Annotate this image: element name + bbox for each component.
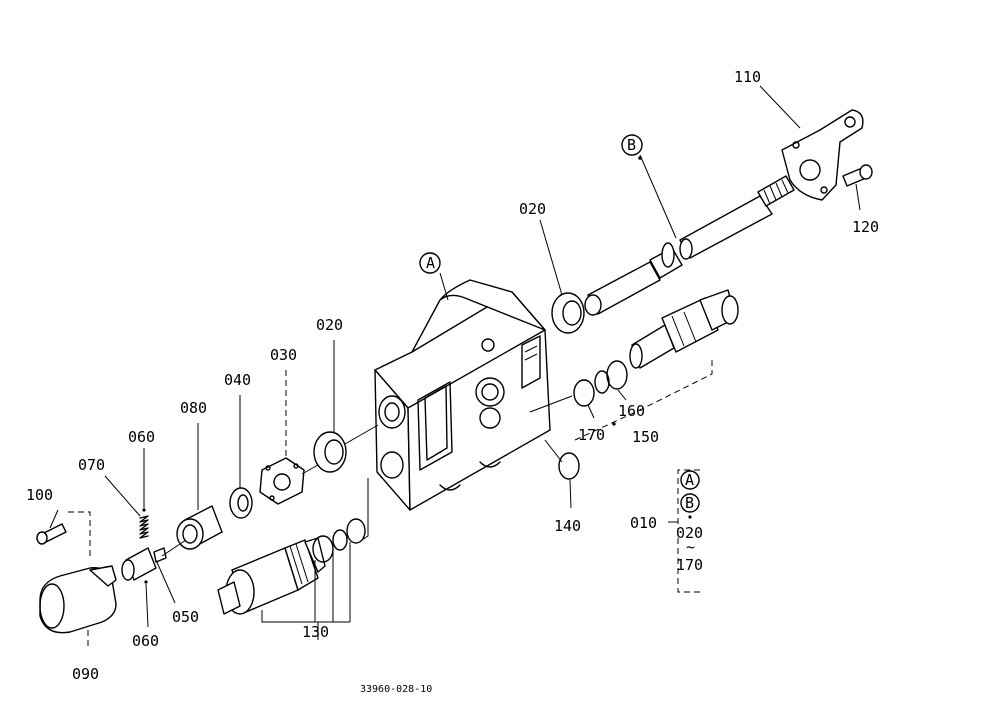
assembly-a-circle (680, 470, 700, 490)
label-030: 030 (270, 346, 297, 364)
callout-a-circle (419, 252, 441, 274)
assembly-tilde: ~ (686, 538, 695, 556)
spool (584, 175, 795, 316)
cover-plate-030 (259, 457, 305, 505)
assembly-bracket-010 (668, 469, 700, 593)
assembly-b-circle (680, 493, 700, 513)
assembly-a: A (685, 471, 694, 489)
label-160: 160 (618, 402, 645, 420)
detent-050 (121, 547, 167, 581)
label-060-upper: 060 (128, 428, 155, 446)
label-020-left: 020 (316, 316, 343, 334)
label-050: 050 (172, 608, 199, 626)
callout-a: A (426, 254, 435, 272)
label-140: 140 (554, 517, 581, 535)
assembly-b: B (685, 494, 694, 512)
label-040: 040 (224, 371, 251, 389)
sleeve-080 (176, 505, 223, 550)
label-070: 070 (78, 456, 105, 474)
drawing-code: 33960-028-10 (360, 684, 432, 695)
relief-valve-150 (629, 289, 739, 369)
label-170: 170 (578, 426, 605, 444)
o-rings-130 (312, 518, 366, 563)
o-rings-160-170 (573, 360, 628, 407)
assembly-from: 020 (676, 524, 703, 542)
seal-020-upper (551, 292, 585, 334)
assembly-to: 170 (676, 556, 703, 574)
label-090: 090 (72, 665, 99, 683)
label-100: 100 (26, 486, 53, 504)
bracket-110 (781, 109, 864, 201)
screw-120 (842, 164, 873, 187)
valve-body (374, 279, 551, 511)
label-120: 120 (852, 218, 879, 236)
spring-070 (139, 515, 149, 539)
callout-b: B (627, 136, 636, 154)
label-080: 080 (180, 399, 207, 417)
cap-090 (39, 565, 117, 634)
o-ring-140 (558, 452, 580, 480)
screw-100 (36, 523, 67, 545)
label-020-upper: 020 (519, 200, 546, 218)
label-010: 010 (630, 514, 657, 532)
label-150: 150 (632, 428, 659, 446)
label-130: 130 (302, 623, 329, 641)
label-110: 110 (734, 68, 761, 86)
plug-valve-130 (217, 537, 326, 615)
seal-020-left (313, 431, 347, 473)
callout-b-circle (621, 134, 643, 156)
washer-040 (229, 487, 253, 519)
label-060-lower: 060 (132, 632, 159, 650)
